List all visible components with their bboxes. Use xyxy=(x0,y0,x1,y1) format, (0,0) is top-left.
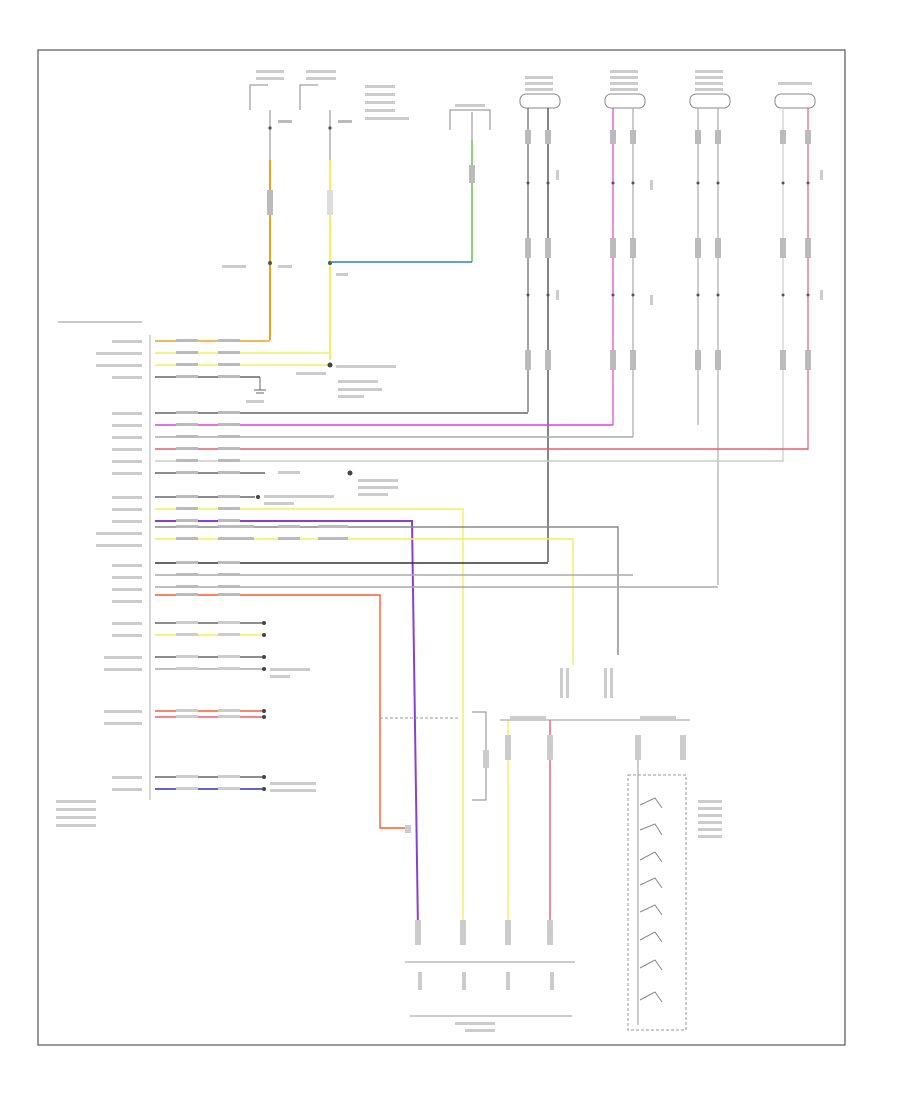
speaker-top-2 xyxy=(604,70,646,109)
speaker-wires xyxy=(527,108,809,585)
speaker-top-1 xyxy=(519,76,561,109)
bottom-connector xyxy=(405,961,575,1032)
speaker-top-3 xyxy=(689,70,731,109)
ground-icon xyxy=(246,377,266,403)
switch-panel xyxy=(627,760,722,1031)
wire-labels xyxy=(176,339,348,596)
diagram-border xyxy=(37,49,846,1046)
radio-connector-pins xyxy=(56,335,151,827)
speaker-top-4 xyxy=(774,82,816,109)
stub-wires xyxy=(155,622,262,790)
fuse-feeds xyxy=(249,70,409,160)
speaker-connectors xyxy=(525,130,811,370)
harness-wires xyxy=(155,340,808,931)
splice-icon xyxy=(327,362,333,368)
ground-connector xyxy=(449,104,491,140)
